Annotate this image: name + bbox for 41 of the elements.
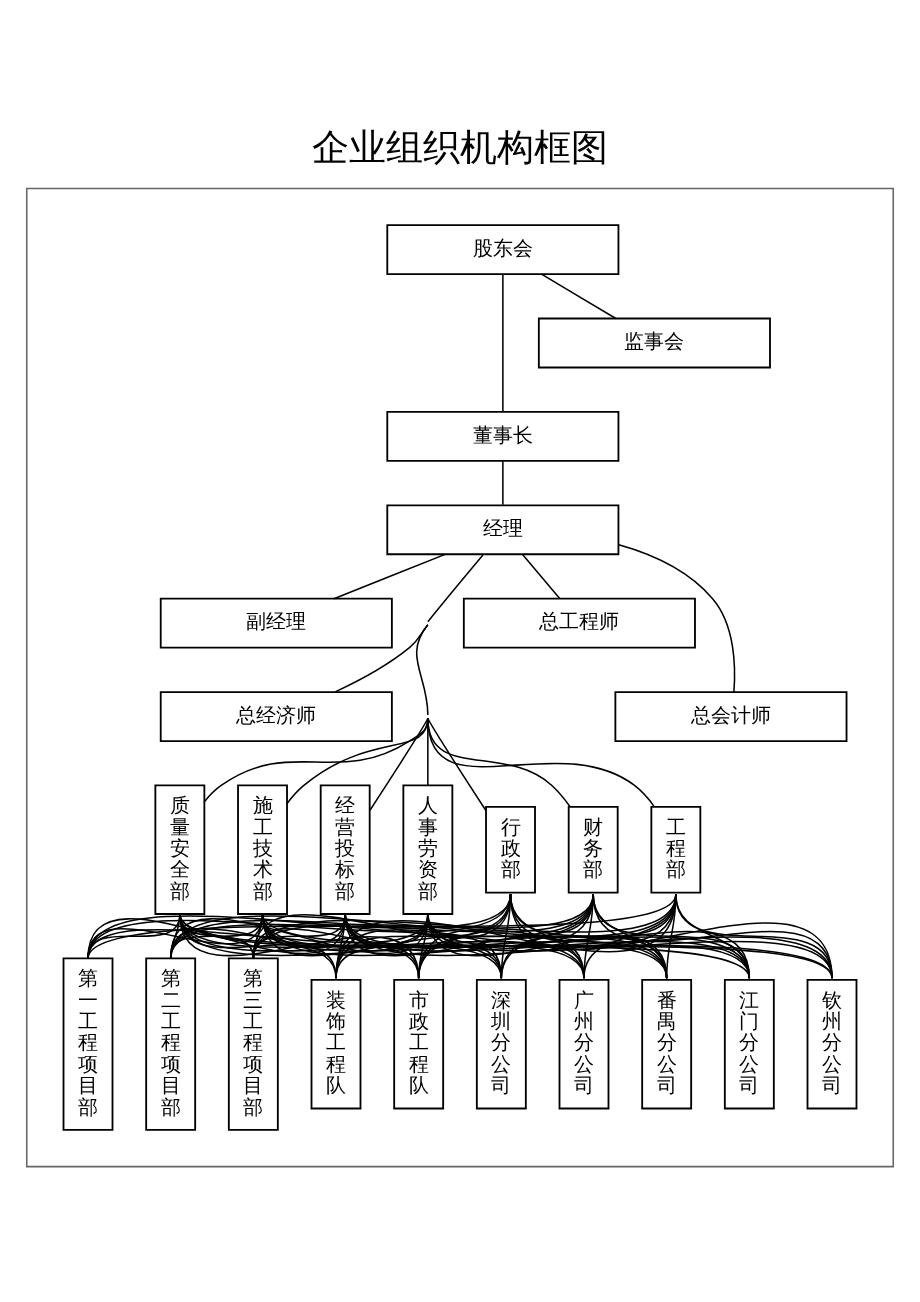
node-box: 广州分公司	[558, 978, 610, 1109]
node-box: 总会计师	[614, 690, 848, 742]
node-box: 第一工程项目部	[62, 957, 114, 1131]
node-box: 经营投标部	[319, 784, 371, 915]
node-box: 第三工程项目部	[227, 957, 279, 1131]
node-box: 副经理	[159, 597, 393, 649]
connector	[502, 273, 504, 413]
node-box: 市政工程队	[393, 978, 445, 1109]
connector	[344, 912, 751, 979]
node-box: 装饰工程队	[310, 978, 362, 1109]
connector	[333, 553, 446, 599]
connector	[618, 543, 736, 693]
connector	[540, 272, 617, 319]
node-box: 财务部	[567, 805, 619, 894]
node-box: 钦州分公司	[806, 978, 858, 1109]
node-box: 总工程师	[462, 597, 696, 649]
node-box: 人事劳资部	[402, 784, 454, 915]
node-box: 质量安全部	[154, 784, 206, 915]
node-box: 第二工程项目部	[145, 957, 197, 1131]
node-box: 江门分公司	[723, 978, 775, 1109]
node-box: 监事会	[537, 317, 771, 368]
connector	[369, 716, 429, 811]
node-box: 经理	[386, 503, 620, 555]
node-box: 工程部	[650, 805, 702, 894]
node-box: 行政部	[485, 805, 536, 894]
connector	[509, 892, 833, 979]
node-box: 番禺分公司	[641, 978, 693, 1109]
connector	[592, 892, 833, 979]
connector	[521, 553, 561, 599]
connector	[427, 716, 655, 807]
connector	[675, 892, 833, 979]
connector	[203, 623, 429, 802]
node-box: 施工技术部	[237, 784, 288, 915]
node-box: 董事长	[386, 410, 620, 462]
connector	[502, 459, 504, 506]
connector	[334, 553, 484, 693]
cluster	[26, 187, 894, 1167]
node-box: 深圳分公司	[475, 978, 527, 1109]
node-box: 股东会	[386, 223, 620, 275]
diagram-title: 企业组织机构框图	[312, 125, 608, 169]
node-box: 总经济师	[159, 690, 393, 742]
